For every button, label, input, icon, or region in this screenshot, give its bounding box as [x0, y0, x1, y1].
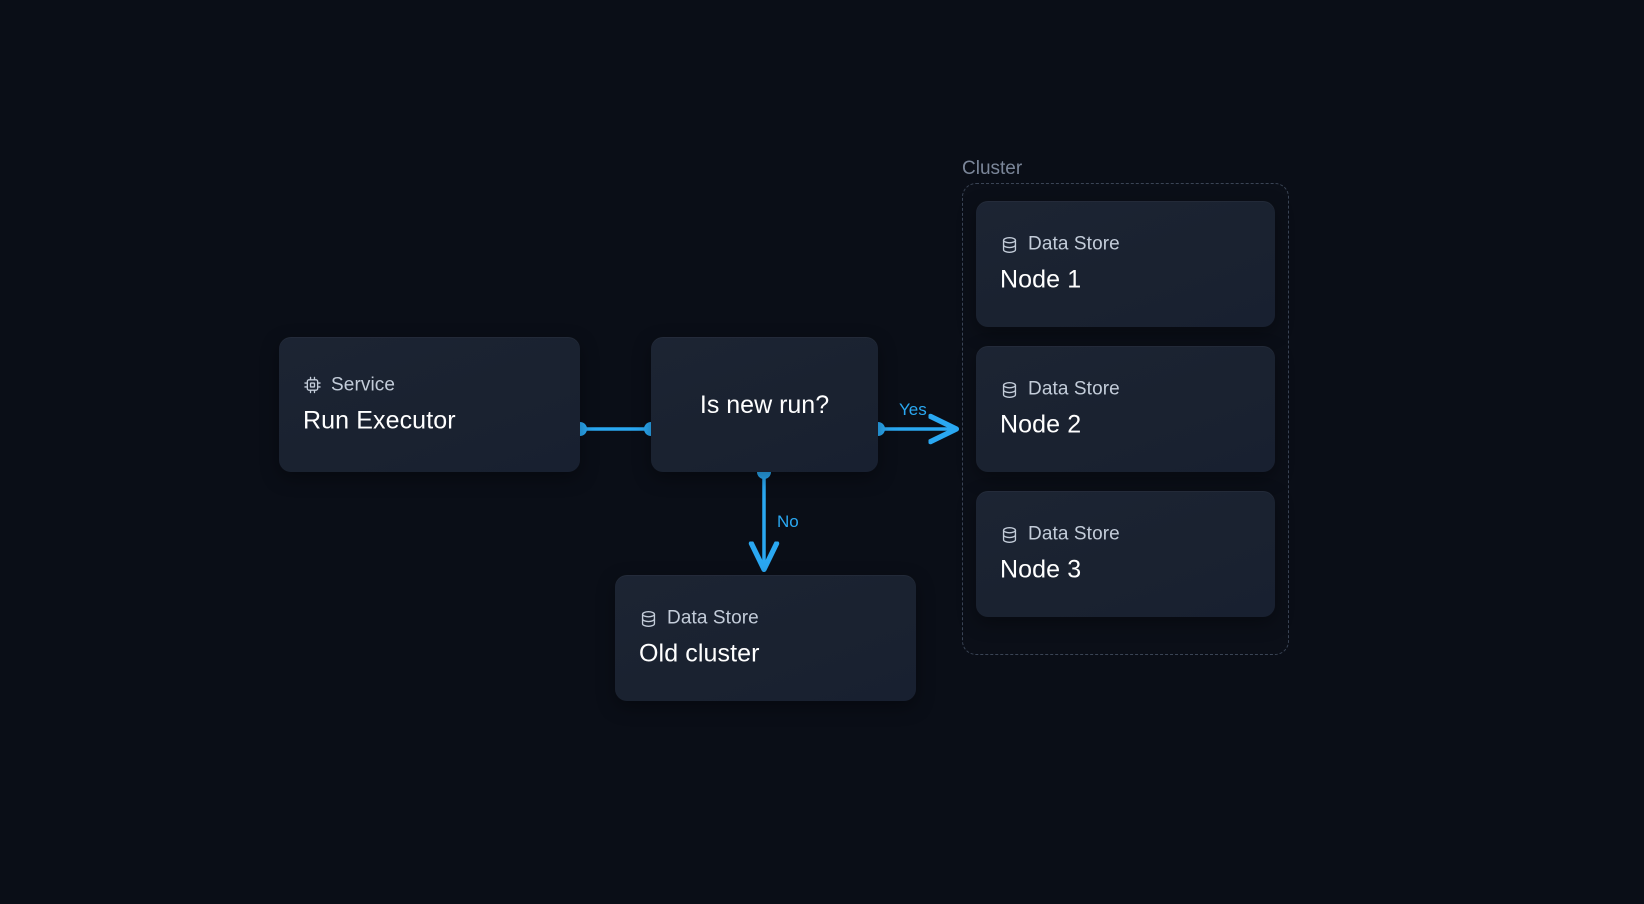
node-title: Node 2	[1000, 410, 1082, 439]
edge-label-yes: Yes	[899, 400, 927, 419]
cluster-label: Cluster	[962, 158, 1023, 179]
database-icon	[1000, 235, 1019, 254]
node-kind-label: Data Store	[1028, 378, 1120, 400]
edge-executor-to-decision	[573, 422, 658, 436]
database-icon	[639, 609, 658, 628]
node-kind-row: Data Store	[1000, 234, 1120, 256]
node-title: Node 1	[1000, 265, 1082, 294]
node-node-2[interactable]: Data Store Node 2	[976, 346, 1275, 472]
edge-decision-yes	[871, 422, 955, 436]
node-kind-label: Data Store	[1028, 523, 1120, 545]
node-kind-row: Data Store	[1000, 524, 1120, 546]
node-title: Old cluster	[639, 639, 760, 668]
node-kind-row: Service	[303, 374, 456, 396]
cpu-chip-icon	[303, 376, 322, 395]
node-run-executor[interactable]: Service Run Executor	[279, 337, 580, 472]
node-kind-label: Data Store	[1028, 233, 1120, 255]
node-node-3[interactable]: Data Store Node 3	[976, 491, 1275, 617]
node-is-new-run[interactable]: Is new run?	[651, 337, 878, 472]
database-icon	[1000, 380, 1019, 399]
node-kind-label: Service	[331, 374, 396, 395]
node-kind-row: Data Store	[1000, 379, 1120, 401]
edge-decision-no	[757, 465, 771, 568]
cluster-group	[962, 183, 1289, 655]
edge-label-no: No	[777, 512, 799, 531]
node-kind-row: Data Store	[639, 608, 760, 630]
node-title: Is new run?	[699, 390, 830, 419]
node-title: Node 3	[1000, 555, 1082, 584]
node-old-cluster[interactable]: Data Store Old cluster	[615, 575, 916, 701]
node-node-1[interactable]: Data Store Node 1	[976, 201, 1275, 327]
node-kind-label: Data Store	[667, 607, 759, 629]
node-title: Run Executor	[303, 406, 456, 434]
database-icon	[1000, 525, 1019, 544]
